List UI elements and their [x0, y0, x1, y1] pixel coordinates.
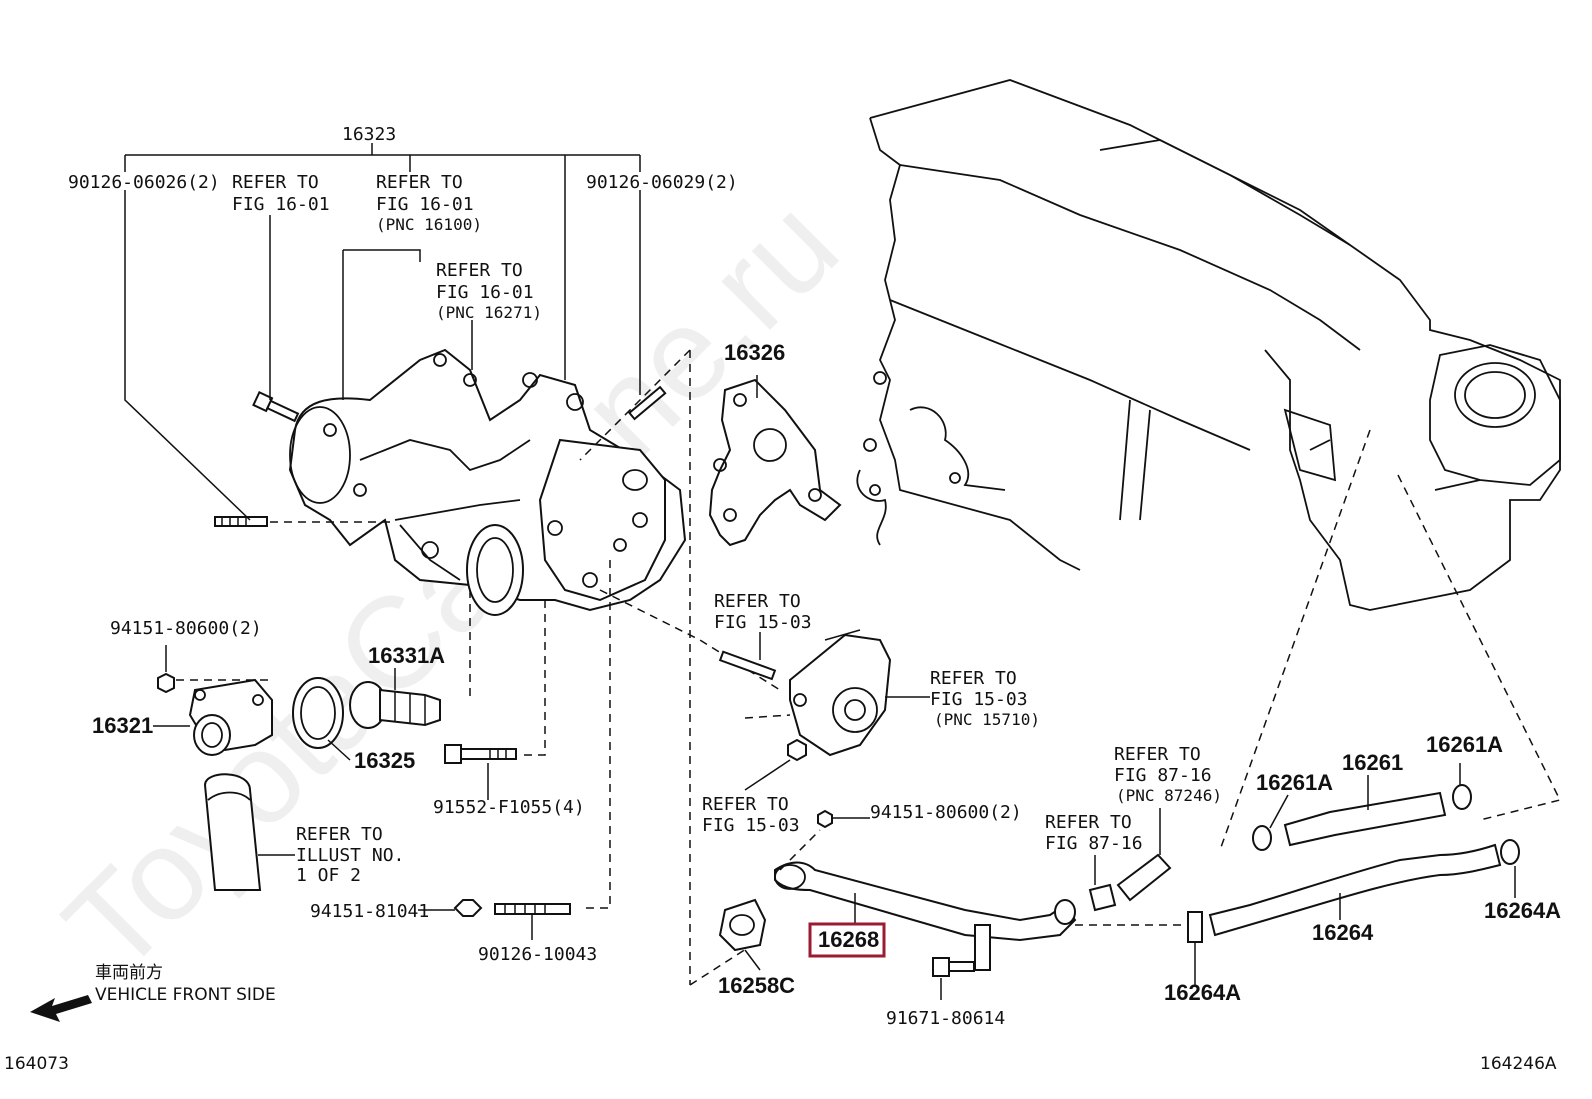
label-ref9-line2: FIG 87-16 [1045, 833, 1143, 854]
label-ref8-line1: REFER TO [1114, 744, 1201, 765]
nut-94151-80600-icon [157, 672, 175, 694]
label-ref5-line1: REFER TO [714, 591, 801, 612]
water-pump-assembly [288, 348, 687, 616]
radiator-hose-icon [203, 773, 262, 891]
hose-clamp-16261A-right-icon [1452, 784, 1472, 810]
hose-refer-fig-87-16-icon [1088, 853, 1172, 912]
gasket-16258C-icon [718, 898, 767, 952]
label-16264A-right: 16264A [1484, 898, 1561, 923]
label-16323: 16323 [342, 124, 396, 145]
label-16261A-right: 16261A [1426, 732, 1503, 757]
label-ref7-line2: FIG 15-03 [702, 815, 800, 836]
nut-refer-fig-15-03-icon [787, 738, 807, 762]
label-16264: 16264 [1312, 920, 1374, 945]
figure-id-left: 164073 [4, 1054, 69, 1074]
label-16325: 16325 [354, 748, 415, 773]
hose-16264-icon [1208, 843, 1502, 937]
label-90126-06029: 90126-06029(2) [586, 172, 738, 193]
label-90126-10043: 90126-10043 [478, 944, 597, 965]
label-ref4-line2: ILLUST NO. [296, 845, 404, 866]
stud-90126-06029-icon [627, 385, 667, 421]
nut-94151-81041-icon [453, 899, 483, 917]
hose-clamp-16264A-center-icon [1187, 911, 1203, 943]
hose-clamp-16264A-right-icon [1500, 839, 1520, 865]
label-ref2-line1: REFER TO [376, 172, 463, 193]
bolt-91552-F1055-icon [444, 744, 517, 764]
label-ref3-line1: REFER TO [436, 260, 523, 281]
thermostat-cover-16321-icon [188, 678, 273, 756]
label-ref3-line2: FIG 16-01 [436, 282, 534, 303]
label-ref8-line3: (PNC 87246) [1116, 786, 1222, 805]
label-91552-F1055: 91552-F1055(4) [433, 797, 585, 818]
label-16268[interactable]: 16268 [818, 927, 879, 952]
label-16326: 16326 [724, 340, 785, 365]
label-90126-06026: 90126-06026(2) [68, 172, 220, 193]
label-ref4-line3: 1 OF 2 [296, 865, 361, 886]
highlight-box-16268[interactable] [808, 922, 886, 958]
label-ref2-line2: FIG 16-01 [376, 194, 474, 215]
label-ref1-line1: REFER TO [232, 172, 319, 193]
nut-94151-80600-lower-icon [817, 809, 833, 829]
label-94151-81041: 94151-81041 [310, 901, 429, 922]
gasket-16326-icon [708, 378, 842, 547]
thermostat-16331A-icon [349, 681, 441, 729]
bolt-90126-06026-icon [214, 516, 268, 527]
label-94151-80600-lower: 94151-80600(2) [870, 802, 1022, 823]
label-ref3-line3: (PNC 16271) [436, 303, 542, 322]
direction-label-jp: 車両前方 [95, 963, 163, 983]
label-ref5-line2: FIG 15-03 [714, 612, 812, 633]
engine-block-illustration [856, 79, 1561, 611]
direction-label-en: VEHICLE FRONT SIDE [95, 985, 276, 1005]
bolt-91671-80614-icon [932, 957, 975, 977]
label-ref6-line3: (PNC 15710) [934, 710, 1040, 729]
stud-refer-fig-15-03-icon [718, 650, 777, 681]
label-ref8-line2: FIG 87-16 [1114, 765, 1212, 786]
stud-90126-10043-icon [494, 903, 571, 915]
label-ref1-line2: FIG 16-01 [232, 194, 330, 215]
label-16261: 16261 [1342, 750, 1403, 775]
label-16321: 16321 [92, 713, 153, 738]
figure-id-right: 164246A [1480, 1054, 1557, 1074]
bypass-pipe-16268-icon [774, 861, 1077, 971]
gasket-ring-16325-icon [292, 677, 344, 749]
vehicle-front-arrow-icon [30, 995, 92, 1022]
label-16264A-center: 16264A [1164, 980, 1241, 1005]
label-16261A-left: 16261A [1256, 770, 1333, 795]
label-94151-80600-upper: 94151-80600(2) [110, 618, 262, 639]
label-ref4-line1: REFER TO [296, 824, 383, 845]
label-ref9-line1: REFER TO [1045, 812, 1132, 833]
label-16331A: 16331A [368, 643, 445, 668]
hose-16261-icon [1283, 791, 1447, 847]
label-91671-80614: 91671-80614 [886, 1008, 1005, 1029]
label-16258C: 16258C [718, 973, 795, 998]
label-ref7-line1: REFER TO [702, 794, 789, 815]
hose-clamp-16261A-left-icon [1252, 825, 1272, 851]
label-ref2-line3: (PNC 16100) [376, 215, 482, 234]
bolt-refer-fig-16-01-icon [252, 390, 300, 423]
label-ref6-line1: REFER TO [930, 668, 1017, 689]
oil-pump-refer-fig-15-03-icon [789, 629, 892, 757]
label-ref6-line2: FIG 15-03 [930, 689, 1028, 710]
